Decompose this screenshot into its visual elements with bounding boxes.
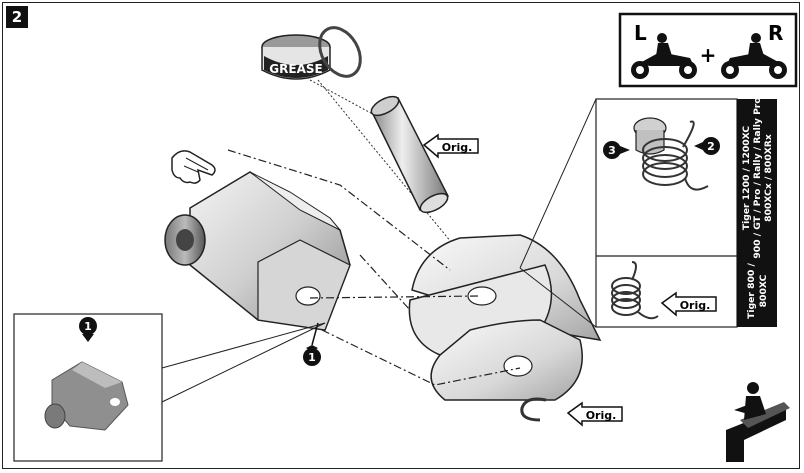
- side-left-label: L: [634, 21, 647, 45]
- callout-number: 2: [707, 140, 715, 153]
- callout-2: 2: [694, 137, 720, 155]
- grease-guide-lines: [309, 79, 471, 266]
- grease-tin-icon: GREASE: [261, 26, 362, 80]
- orig-label: Orig.: [680, 299, 711, 312]
- model-label-line: 800XC: [758, 274, 769, 307]
- inset-panel: 1: [13, 313, 326, 462]
- adapter-block: [164, 171, 351, 331]
- spring-tiger-800-icon: [611, 261, 659, 320]
- orig-tag-pin: Orig.: [422, 133, 479, 159]
- orig-label: Orig.: [442, 141, 473, 154]
- rider-pair-icon: L R +: [618, 12, 798, 88]
- spring-panel: 3 2 Orig.: [519, 97, 777, 328]
- side-right-label: R: [768, 21, 783, 45]
- grease-label: GREASE: [269, 62, 322, 76]
- footpeg-bracket: [408, 234, 602, 401]
- callout-1-block: 1: [303, 322, 321, 366]
- callout-3: 3: [603, 141, 630, 159]
- plus-sign: +: [700, 43, 717, 67]
- diagram-frame: [2, 2, 800, 469]
- model-label-bottom: Tiger 800 / 800XC: [746, 263, 769, 319]
- inset-adapter-image: [44, 361, 129, 431]
- model-label-line: 800XCx / 800XRx: [763, 134, 774, 222]
- rider-right-icon: [721, 33, 787, 79]
- orig-tag-circlip: Orig.: [566, 401, 623, 427]
- orig-label: Orig.: [586, 409, 617, 422]
- model-label-line: 900 / GT / Pro / Rally / Rally Pro: [752, 97, 763, 258]
- orig-tag-spring: Orig.: [660, 291, 717, 317]
- callout-number: 3: [608, 144, 616, 157]
- model-label-top: Tiger 1200 / 1200XC 900 / GT / Pro / Ral…: [741, 97, 774, 258]
- tool-stand-icon: [726, 382, 790, 462]
- spring-tiger-1200-icon: [633, 117, 709, 191]
- pivot-pin: [370, 95, 450, 214]
- assembly-guide-lines: [227, 149, 521, 386]
- callout-number: 1: [308, 351, 316, 364]
- callout-number: 1: [84, 320, 92, 333]
- model-label-line: Tiger 800 /: [746, 263, 757, 319]
- circlip: [520, 397, 547, 422]
- model-label-line: Tiger 1200 / 1200XC: [741, 126, 752, 231]
- pointing-hand-icon: [171, 150, 216, 184]
- step-number-badge: 2: [6, 6, 28, 28]
- callout-1-inset: 1: [79, 317, 97, 342]
